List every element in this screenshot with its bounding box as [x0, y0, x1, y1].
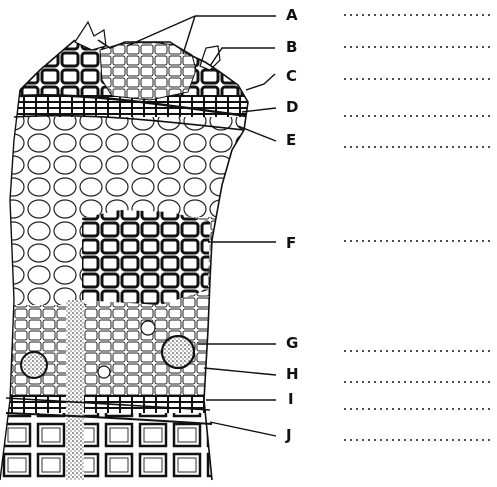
- answer-line-i[interactable]: [342, 408, 494, 410]
- label-c: C: [286, 69, 297, 84]
- answer-line-h[interactable]: [342, 381, 494, 383]
- label-g: G: [286, 336, 298, 351]
- answer-line-e[interactable]: [342, 146, 494, 148]
- answer-line-d[interactable]: [342, 115, 494, 117]
- label-a: A: [286, 8, 298, 23]
- label-f: F: [286, 236, 296, 251]
- label-d: D: [286, 100, 298, 115]
- answer-line-b[interactable]: [342, 46, 494, 48]
- label-h: H: [286, 367, 299, 382]
- label-j: J: [286, 428, 292, 443]
- label-e: E: [286, 133, 296, 148]
- answer-line-c[interactable]: [342, 78, 494, 80]
- answer-line-f[interactable]: [342, 240, 494, 242]
- answer-line-a[interactable]: [342, 14, 494, 16]
- label-i: I: [288, 392, 294, 407]
- answer-line-g[interactable]: [342, 350, 494, 352]
- label-b: B: [286, 40, 297, 55]
- answer-line-j[interactable]: [342, 439, 494, 441]
